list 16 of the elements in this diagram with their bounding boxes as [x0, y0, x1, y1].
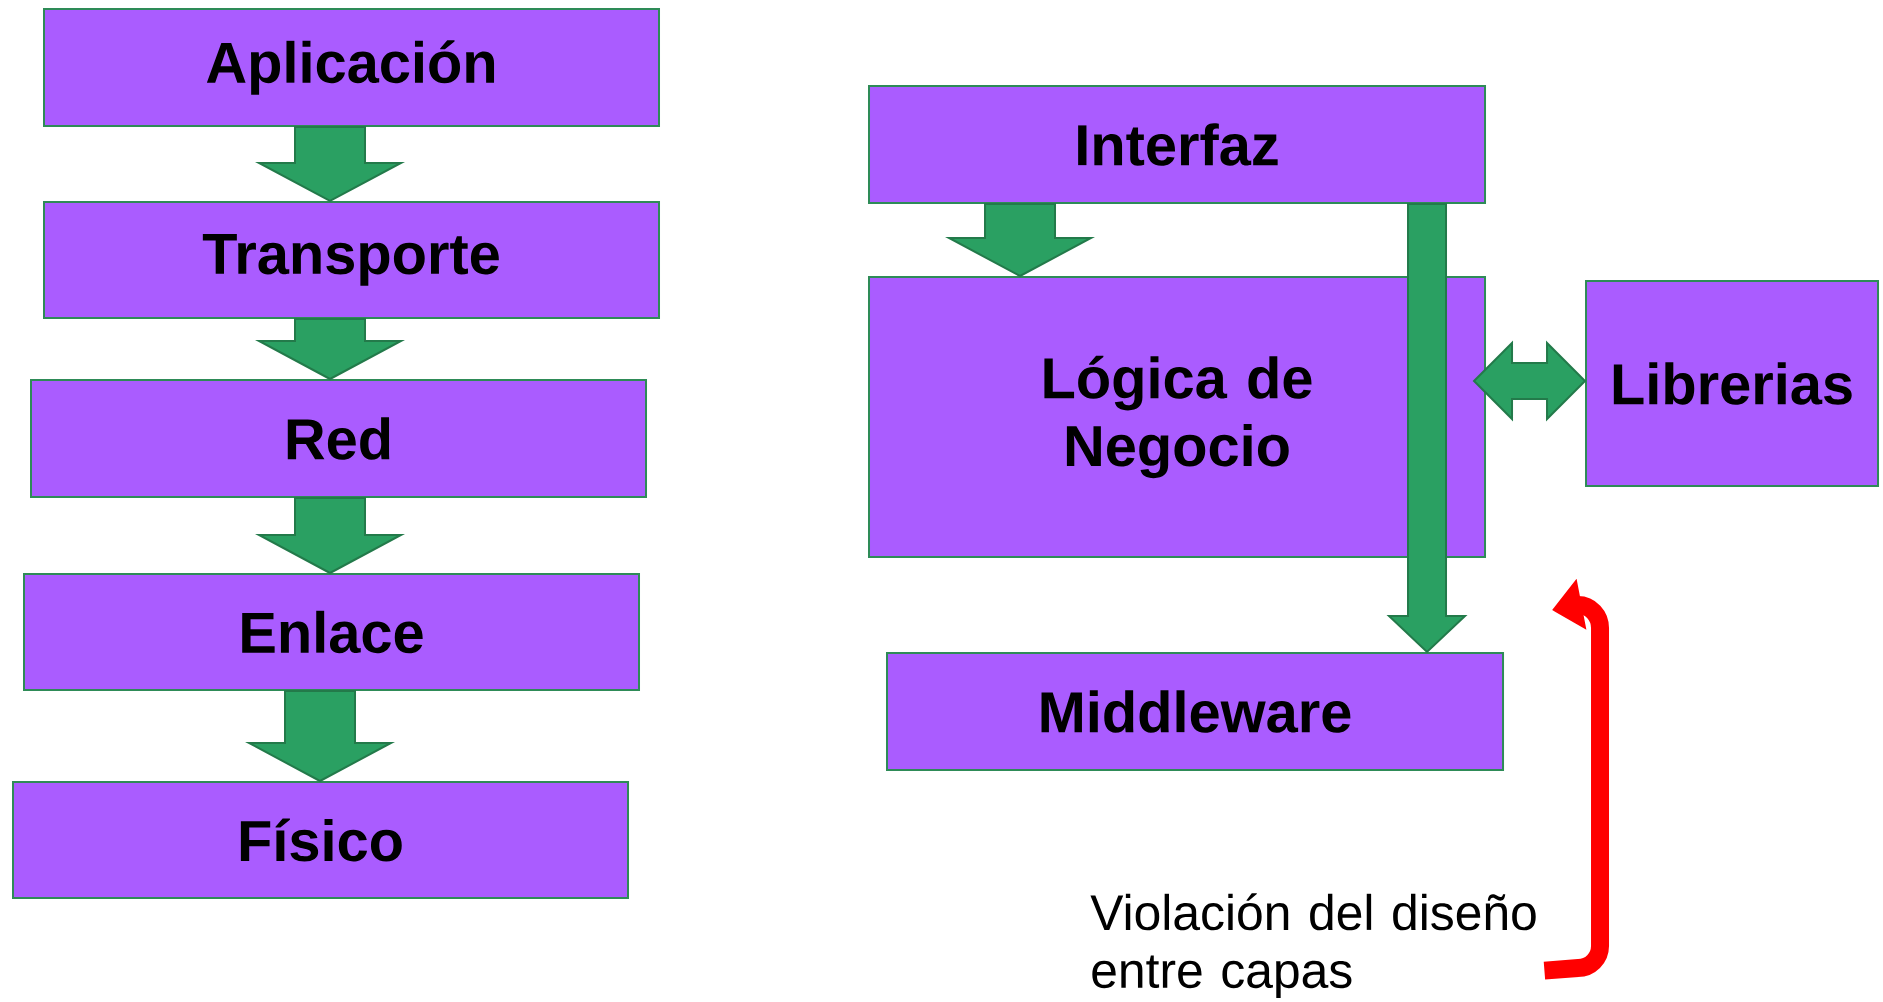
block-arrow	[255, 497, 405, 575]
block-arrow	[255, 318, 405, 381]
layer-box: Middleware	[886, 652, 1504, 771]
block-arrow	[255, 126, 405, 203]
layer-box: Aplicación	[43, 8, 660, 127]
layer-box: Librerias	[1585, 280, 1879, 487]
layer-box: Red	[30, 379, 647, 498]
layer-box: Transporte	[43, 201, 660, 319]
block-arrow	[945, 203, 1095, 278]
block-arrow	[1386, 203, 1468, 654]
layer-box: Enlace	[23, 573, 640, 691]
layer-box: Lógica de Negocio	[868, 276, 1486, 558]
block-arrow	[245, 690, 395, 783]
note-text: Violación del diseño entre capas	[1090, 893, 1536, 998]
layer-box: Físico	[12, 781, 629, 899]
layer-box: Interfaz	[868, 85, 1486, 204]
